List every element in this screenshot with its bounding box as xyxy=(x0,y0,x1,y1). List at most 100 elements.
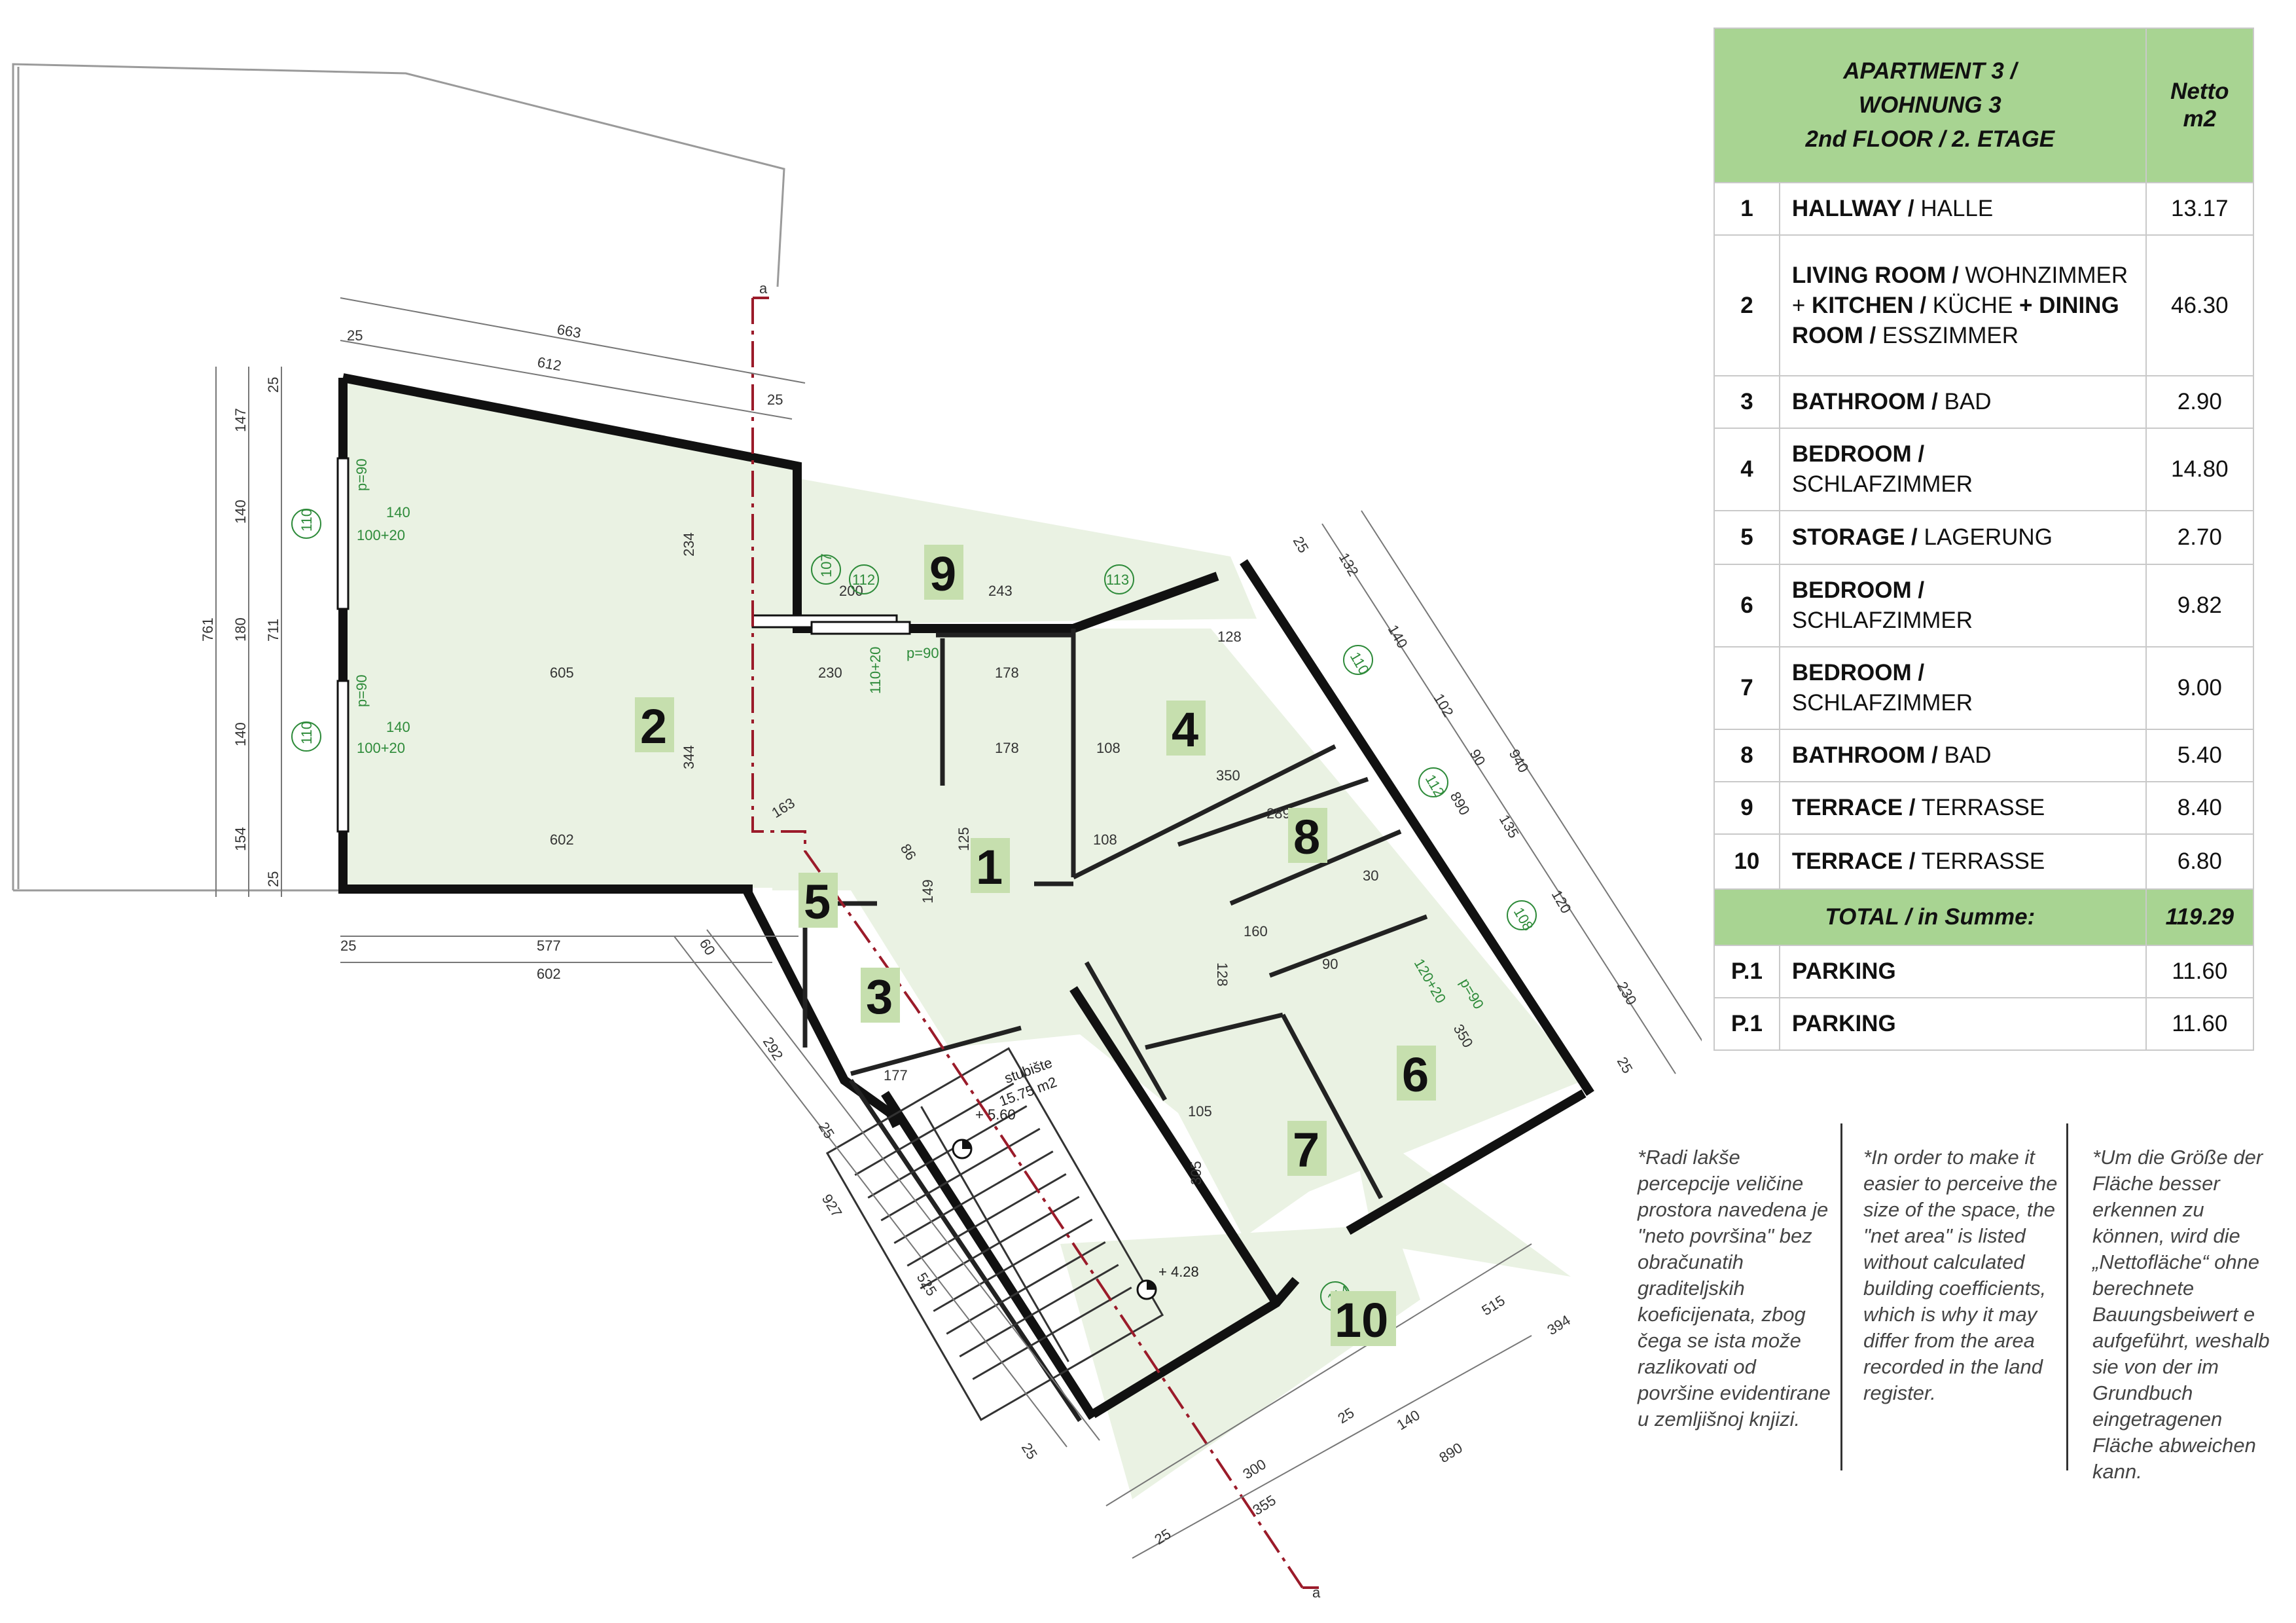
window-108: 108 xyxy=(1511,905,1537,934)
dim-149: 149 xyxy=(920,879,936,903)
title-line-3: 2nd FLOOR / 2. ETAGE xyxy=(1805,126,2055,152)
netto-line-2: m2 xyxy=(2183,106,2217,132)
row-name: BATHROOM / BAD xyxy=(1778,375,2147,429)
dim-60: 60 xyxy=(696,936,719,958)
row-name-bold: BEDROOM / xyxy=(1791,441,1925,467)
dim-160: 160 xyxy=(1244,923,1268,939)
dim-243: 243 xyxy=(988,583,1013,599)
window-p90-c: p=90 xyxy=(906,645,939,661)
row-name: HALLWAY / HALLE xyxy=(1778,182,2147,236)
parking-row: P.1 PARKING 11.60 xyxy=(1713,997,2255,1051)
row-name-rest: SCHLAFZIMMER xyxy=(1791,608,1973,633)
dim-30: 30 xyxy=(1363,867,1378,884)
row-value: 2.70 xyxy=(2145,510,2255,565)
row-name: LIVING ROOM / WOHNZIMMER + KITCHEN / KÜC… xyxy=(1778,234,2147,376)
table-row: 3 BATHROOM / BAD 2.90 xyxy=(1713,375,2255,429)
dim-25-f: 25 xyxy=(1614,1054,1636,1076)
row-name-bold: BEDROOM / xyxy=(1791,660,1925,685)
row-num: 6 xyxy=(1713,564,1780,647)
dim-178-b: 178 xyxy=(995,740,1019,756)
note-divider xyxy=(1840,1123,1842,1470)
dim-128-a: 128 xyxy=(1217,629,1242,645)
parking-label: PARKING xyxy=(1778,945,2147,998)
dim-602-bottom: 602 xyxy=(537,966,561,982)
plot-outline xyxy=(12,63,785,892)
dim-515: 515 xyxy=(1479,1292,1507,1319)
row-value: 8.40 xyxy=(2145,781,2255,835)
netto-header: Netto m2 xyxy=(2145,27,2255,183)
room-label-2: 2 xyxy=(640,699,667,754)
dim-25-i: 25 xyxy=(1018,1440,1041,1462)
room-label-7: 7 xyxy=(1293,1123,1319,1177)
row-name: TERRACE / TERRASSE xyxy=(1778,833,2147,890)
row-num: 2 xyxy=(1713,234,1780,376)
total-row: TOTAL / in Summe: 119.29 xyxy=(1713,888,2255,946)
dim-105: 105 xyxy=(1188,1103,1212,1120)
row-name-rest: SCHLAFZIMMER xyxy=(1791,690,1973,716)
row-name-bold: STORAGE / xyxy=(1791,524,1918,550)
parking-label-text: PARKING xyxy=(1791,958,1896,984)
dim-927: 927 xyxy=(819,1191,846,1220)
table-row: 9 TERRACE / TERRASSE 8.40 xyxy=(1713,781,2255,835)
room-label-4: 4 xyxy=(1172,702,1198,757)
table-row: 10 TERRACE / TERRASSE 6.80 xyxy=(1713,833,2255,890)
dim-125: 125 xyxy=(956,827,972,851)
row-name-rest: TERRASSE xyxy=(1915,795,2045,820)
dimension-lines xyxy=(215,297,1702,1559)
row-name: BEDROOM / SCHLAFZIMMER xyxy=(1778,428,2147,511)
row-value: 5.40 xyxy=(2145,729,2255,782)
table-row: 7 BEDROOM / SCHLAFZIMMER 9.00 xyxy=(1713,646,2255,730)
dim-711: 711 xyxy=(265,619,281,642)
dim-602-inner: 602 xyxy=(550,831,574,848)
floor-plan: stubište 15.75 m2 + 5.60 + 4.28 a a 663 … xyxy=(12,63,1702,1601)
dim-394: 394 xyxy=(1544,1312,1573,1339)
row-num: 4 xyxy=(1713,428,1780,511)
row-num: 1 xyxy=(1713,182,1780,236)
window-140-b: 140 xyxy=(386,719,410,735)
dim-140-a: 140 xyxy=(232,500,249,524)
title-line-1: APARTMENT 3 / xyxy=(1843,58,2017,84)
dim-577: 577 xyxy=(537,938,561,954)
title-line-2: WOHNUNG 3 xyxy=(1858,92,2001,118)
window-10020-a: 100+20 xyxy=(357,527,405,543)
row-num: 8 xyxy=(1713,729,1780,782)
row-name-bold: HALLWAY / xyxy=(1791,196,1914,221)
row-value: 13.17 xyxy=(2145,182,2255,236)
room-labels: 2 9 1 4 8 5 3 6 7 10 xyxy=(635,545,1436,1347)
window-p90-a: p=90 xyxy=(353,458,370,491)
total-value: 119.29 xyxy=(2145,888,2255,946)
row-name-bold: TERRACE / xyxy=(1791,848,1916,874)
dim-605: 605 xyxy=(550,665,574,681)
room-label-8: 8 xyxy=(1293,810,1320,864)
disclaimer-notes: *Radi lakše percepcije veličine prostora… xyxy=(1624,1123,2279,1510)
dim-140-b: 140 xyxy=(232,722,249,746)
row-num: 10 xyxy=(1713,833,1780,890)
section-mark-top: a xyxy=(759,280,768,297)
table-row: 6 BEDROOM / SCHLAFZIMMER 9.82 xyxy=(1713,564,2255,647)
dim-612: 612 xyxy=(536,354,563,374)
dim-234: 234 xyxy=(681,532,697,556)
dim-178-a: 178 xyxy=(995,665,1019,681)
room-fills xyxy=(340,376,1584,1499)
row-num: 9 xyxy=(1713,781,1780,835)
row-name: BEDROOM / SCHLAFZIMMER xyxy=(1778,646,2147,730)
room-label-10: 10 xyxy=(1335,1293,1388,1347)
row-name: STORAGE / LAGERUNG xyxy=(1778,510,2147,565)
row-name-rest3: ESSZIMMER xyxy=(1876,322,2018,348)
total-label: TOTAL / in Summe: xyxy=(1713,888,2147,946)
parking-row: P.1 PARKING 11.60 xyxy=(1713,945,2255,998)
table-row: 4 BEDROOM / SCHLAFZIMMER 14.80 xyxy=(1713,428,2255,511)
parking-value: 11.60 xyxy=(2145,945,2255,998)
row-name-bold: TERRACE / xyxy=(1791,795,1916,820)
dim-292: 292 xyxy=(760,1034,787,1063)
row-name-rest: LAGERUNG xyxy=(1917,524,2053,550)
table-header: APARTMENT 3 / WOHNUNG 3 2nd FLOOR / 2. E… xyxy=(1713,27,2255,183)
dim-177: 177 xyxy=(884,1067,908,1084)
row-name-rest: WOHNZIMMER + xyxy=(1791,262,2128,318)
row-value: 9.00 xyxy=(2145,646,2255,730)
row-name-rest: BAD xyxy=(1937,389,1992,414)
dim-761: 761 xyxy=(200,617,216,642)
parking-value: 11.60 xyxy=(2145,997,2255,1051)
note-english: *In order to make it easier to perceive … xyxy=(1863,1146,2058,1404)
dim-25-c: 25 xyxy=(265,377,281,393)
